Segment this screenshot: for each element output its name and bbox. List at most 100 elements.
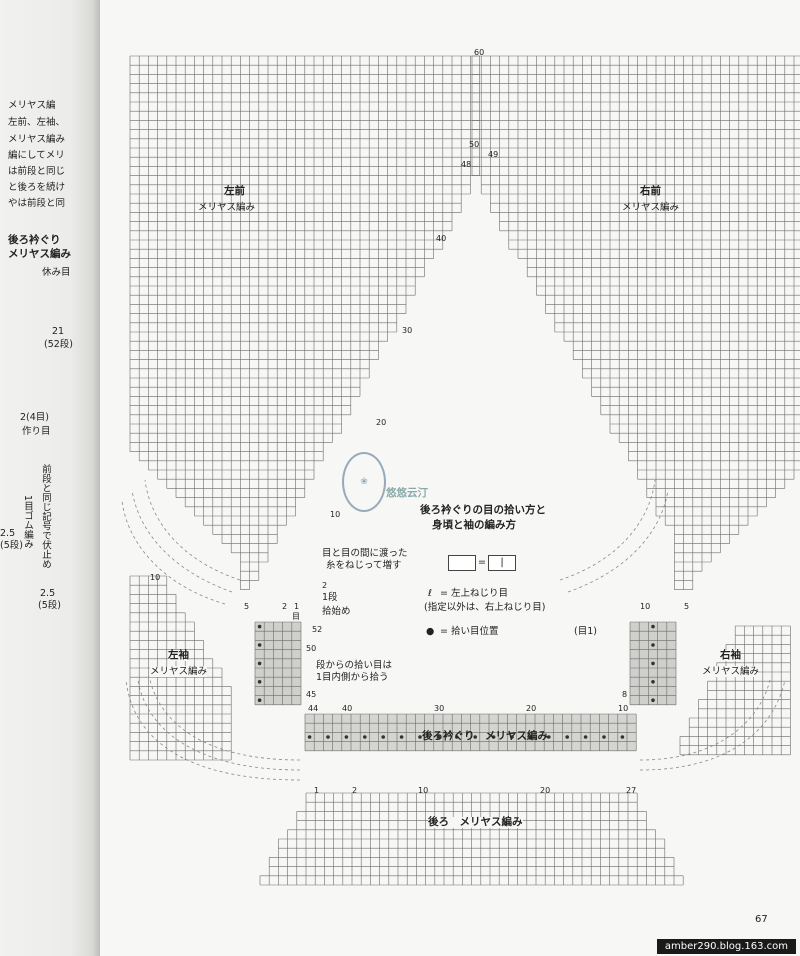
left-sleeve-label: 左袖 bbox=[168, 649, 189, 661]
back-neck-sub: メリヤス編み bbox=[8, 248, 71, 260]
pickup-dot bbox=[257, 643, 262, 647]
rib-h1b: (5段) bbox=[0, 540, 23, 551]
row-number: 48 bbox=[461, 160, 472, 169]
right-front-grid bbox=[471, 55, 800, 590]
back-neck-band-label: 後ろ衿ぐり メリヤス編み bbox=[422, 730, 548, 742]
band-number: 44 bbox=[308, 704, 319, 713]
row-number: 40 bbox=[436, 234, 447, 243]
pickup-dot bbox=[651, 624, 655, 629]
row-number: 8 bbox=[622, 690, 628, 699]
rib-h2b: (5段) bbox=[38, 600, 61, 611]
row-number: 60 bbox=[474, 48, 485, 57]
pickup-dot bbox=[602, 735, 606, 739]
pickup-dot bbox=[547, 735, 551, 739]
right-sleeve-grid-lines bbox=[679, 625, 791, 756]
cast-on-label: 作り目 bbox=[22, 426, 51, 437]
pickup-dot bbox=[651, 698, 655, 702]
row-1-label: 1段 bbox=[322, 592, 338, 603]
left-pickup-block-lines bbox=[254, 621, 302, 706]
left-line: メリヤス編 bbox=[8, 100, 56, 111]
legend-knit-cell: | bbox=[488, 555, 516, 571]
pickup-dot bbox=[455, 735, 459, 739]
legend-twist-left: = 左上ねじり目 bbox=[440, 588, 508, 599]
right-pickup-block-lines bbox=[629, 621, 677, 706]
stitch-number: 2 bbox=[282, 602, 288, 611]
row-number: 49 bbox=[488, 150, 499, 159]
increase-note-1: 目と目の間に渡った bbox=[322, 548, 408, 559]
watermark-logo: ❀ bbox=[342, 452, 386, 512]
guide-curve bbox=[144, 479, 241, 581]
pickup-dot bbox=[491, 735, 496, 739]
rest-label: 休み目 bbox=[42, 267, 71, 278]
left-line: やは前段と同 bbox=[8, 198, 66, 209]
pickup-dot bbox=[528, 735, 533, 739]
book-spine bbox=[0, 0, 100, 956]
method-title-2: 身頃と袖の編み方 bbox=[432, 519, 516, 531]
pickup-dot bbox=[565, 735, 569, 739]
back-number: 2 bbox=[352, 786, 358, 795]
band-number: 40 bbox=[342, 704, 353, 713]
rib-label: 1目ゴム編み bbox=[22, 495, 33, 549]
back-neck-band-grid-lines bbox=[304, 713, 637, 752]
pickup-dot bbox=[651, 680, 655, 684]
guide-curve bbox=[121, 499, 226, 605]
row-2-label: 2 bbox=[322, 581, 328, 590]
left-line: と後ろを続け bbox=[8, 182, 66, 193]
legend-pickup: = 拾い目位置 bbox=[440, 626, 499, 637]
pickup-dot bbox=[651, 661, 655, 666]
left-sleeve-sub: メリヤス編み bbox=[150, 666, 208, 677]
height-label: 21 bbox=[52, 326, 65, 337]
page-number: 67 bbox=[755, 914, 768, 925]
row-number: 50 bbox=[306, 644, 317, 653]
legend-equal: = bbox=[478, 557, 486, 568]
pickup-dot bbox=[620, 735, 625, 739]
back-number: 27 bbox=[626, 786, 637, 795]
left-line: メリヤス編み bbox=[8, 134, 66, 145]
back-neck-title: 後ろ衿ぐり bbox=[8, 234, 61, 246]
pickup-dot bbox=[257, 698, 262, 702]
pickup-dot bbox=[381, 735, 386, 739]
pickup-dot bbox=[326, 735, 330, 739]
left-pickup-block-fill bbox=[255, 622, 301, 705]
pickup-dot bbox=[473, 735, 478, 739]
pickup-dot bbox=[418, 735, 422, 739]
left-front-grid bbox=[129, 55, 480, 590]
cast-on-width: 2(4目) bbox=[20, 412, 50, 423]
left-front-grid-lines bbox=[129, 55, 480, 590]
watermark-text: 悠悠云汀 bbox=[386, 487, 428, 499]
row-number: 30 bbox=[402, 326, 413, 335]
back-label: 後ろ メリヤス編み bbox=[428, 816, 523, 828]
left-pickup-block bbox=[254, 621, 302, 706]
row-number: 52 bbox=[312, 625, 323, 634]
legend-twist-note: (指定以外は、右上ねじり目) bbox=[424, 602, 546, 613]
left-front-label: 左前 bbox=[224, 185, 245, 197]
stitch-number: 1 bbox=[294, 602, 300, 611]
pickup-dot-icon: ● bbox=[426, 626, 435, 637]
increase-note-2: 糸をねじって増す bbox=[326, 560, 402, 571]
back-body-grid-lines bbox=[259, 792, 684, 886]
row-number: 50 bbox=[469, 140, 480, 149]
right-sleeve-grid bbox=[679, 625, 791, 756]
pickup-dot bbox=[363, 735, 367, 739]
pickup-dot bbox=[257, 661, 262, 666]
start-label: 拾始め bbox=[322, 606, 351, 617]
footer-url: amber290.blog.163.com bbox=[656, 939, 796, 954]
pickup-dot bbox=[344, 735, 349, 739]
guide-curve bbox=[639, 679, 786, 771]
pickup-note-1: 段からの拾い目は bbox=[316, 660, 393, 671]
pickup-dot bbox=[307, 735, 312, 739]
guide-curve bbox=[567, 489, 669, 593]
stitch-number: 10 bbox=[640, 602, 651, 611]
band-number: 30 bbox=[434, 704, 445, 713]
stitch-number: 目 bbox=[292, 612, 300, 621]
pickup-note-2: 1目内側から拾う bbox=[316, 672, 389, 683]
guide-curve bbox=[639, 679, 771, 761]
left-line: 編にしてメリ bbox=[8, 150, 65, 161]
pickup-dot bbox=[399, 735, 404, 739]
left-line: は前段と同じ bbox=[8, 166, 66, 177]
rib-note: 前段と同じ記号で伏止め bbox=[40, 464, 51, 569]
right-sleeve-sub: メリヤス編み bbox=[702, 666, 760, 677]
pickup-dot bbox=[257, 624, 262, 629]
back-number: 20 bbox=[540, 786, 551, 795]
